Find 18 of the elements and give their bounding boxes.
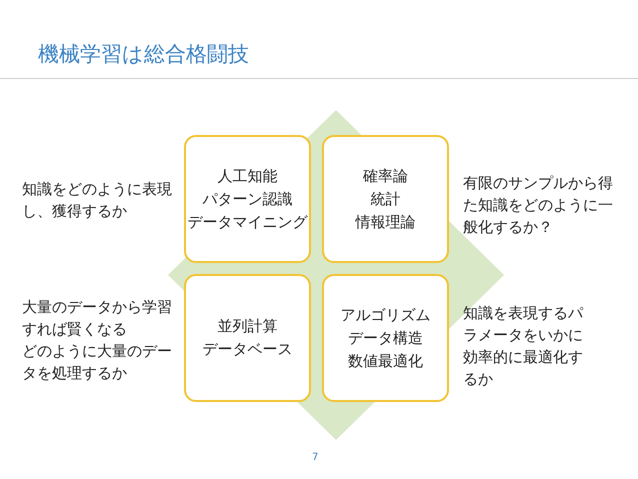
box-text: データマイニング xyxy=(188,212,308,232)
slide-title: 機械学習は総合格闘技 xyxy=(38,41,249,68)
side-note: 知識をどのように表現し、獲得するか xyxy=(22,179,172,222)
box-text: 並列計算 xyxy=(218,317,278,336)
side-note: 有限のサンプルから得た知識をどのように一般化するか？ xyxy=(463,173,614,238)
box-text: データベース xyxy=(202,340,292,359)
page-number: 7 xyxy=(312,451,318,465)
box-text: 人工知能 xyxy=(218,166,278,186)
side-note: 大量のデータから学習すれば賢くなる xyxy=(22,297,173,340)
side-note: 知識を表現するパラメータをいかに効率的に最適化するか xyxy=(463,303,584,390)
box-text: 数値最適化 xyxy=(348,352,423,370)
box-text: 統計 xyxy=(370,190,400,208)
box-text: パターン認識 xyxy=(202,190,292,208)
box-text: データ構造 xyxy=(348,328,423,348)
box-text: 情報理論 xyxy=(356,212,416,232)
box-text: アルゴリズム xyxy=(340,306,430,324)
side-note: どのように大量のデータを処理するか xyxy=(22,341,172,384)
box-text: 確率論 xyxy=(363,166,408,186)
